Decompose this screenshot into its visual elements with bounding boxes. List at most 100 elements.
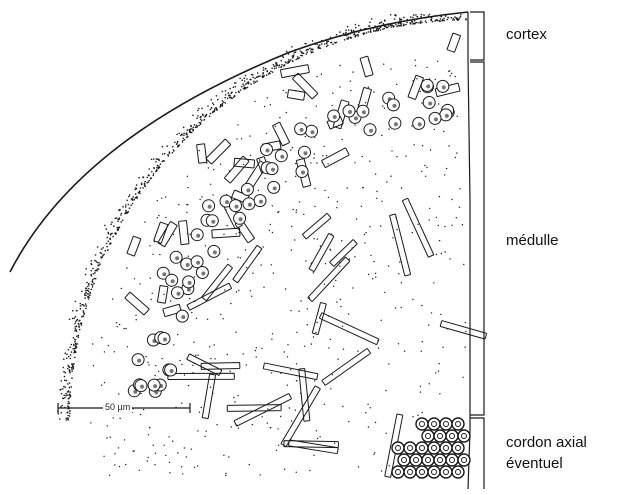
medulla-dot (382, 105, 383, 106)
cortex-dot (326, 46, 328, 48)
medulla-dot (225, 475, 226, 476)
cortex-dot (345, 30, 347, 32)
medulla-dot (260, 474, 261, 475)
cortex-dot (80, 305, 82, 307)
cortex-dot (290, 59, 292, 61)
cortex-dot (119, 209, 121, 211)
cortex-dot (312, 40, 314, 42)
cortex-dot (197, 115, 199, 117)
algal-cell-nucleus (246, 188, 250, 192)
medulla-dot (313, 272, 314, 273)
medulla-dot (385, 390, 386, 391)
cortex-dot (414, 20, 416, 22)
cortex-dot (358, 32, 360, 34)
cortex-dot (62, 397, 64, 399)
algal-cell-nucleus (271, 168, 275, 172)
medulla-dot (334, 443, 335, 444)
cortex-dot (425, 17, 427, 19)
cortex-dot (60, 406, 62, 408)
medulla-dot (361, 206, 362, 207)
medulla-dot (263, 246, 264, 247)
cortex-dot (263, 75, 265, 77)
medulla-dot (193, 342, 194, 343)
cortex-dot (99, 263, 101, 265)
cortex-dot (203, 119, 205, 121)
medulla-dot (271, 339, 272, 340)
medulla-dot (305, 117, 306, 118)
cortex-dot (68, 398, 70, 400)
cortex-dot (434, 15, 436, 17)
medullary-hypha (202, 374, 215, 419)
cortex-dot (121, 213, 123, 215)
medulla-dot (158, 215, 159, 216)
cortical-hypha (197, 144, 207, 164)
cord-cell (404, 442, 416, 454)
cord-cell (410, 454, 422, 466)
cortex-dot (158, 159, 160, 161)
medulla-dot (462, 377, 463, 378)
cortex-dot (63, 395, 65, 397)
cord-cell (446, 454, 458, 466)
medulla-dot (316, 430, 317, 431)
cortex-dot (198, 125, 200, 127)
cortex-dot (65, 395, 67, 397)
medulla-dot (236, 233, 237, 234)
cortex-dot (69, 387, 71, 389)
medulla-dot (147, 362, 148, 363)
algal-cell-nucleus (300, 128, 304, 132)
algal-cell-nucleus (137, 359, 141, 363)
cortex-dot (331, 42, 333, 44)
medulla-dot (153, 445, 154, 446)
cortex-dot (364, 28, 366, 30)
medulla-dot (220, 314, 221, 315)
cortex-dot (61, 393, 63, 395)
cortex-dot (391, 25, 393, 27)
cortex-dot (394, 18, 396, 20)
medulla-dot (357, 350, 358, 351)
cortex-dot (432, 21, 434, 23)
medulla-dot (135, 315, 136, 316)
medulla-dot (165, 196, 166, 197)
medulla-dot (148, 364, 149, 365)
medulla-dot (348, 313, 349, 314)
cortex-dot (262, 77, 264, 79)
cortex-dot (196, 117, 198, 119)
cortex-dot (85, 305, 87, 307)
cortex-dot (78, 335, 80, 337)
medulla-dot (459, 188, 460, 189)
cortex-dot (241, 86, 243, 88)
medulla-dot (119, 466, 120, 467)
medulla-dot (127, 346, 128, 347)
medulla-dot (420, 91, 421, 92)
medulla-dot (405, 156, 406, 157)
cortex-dot (256, 80, 258, 82)
cortex-dot (102, 247, 104, 249)
cortex-dot (96, 270, 98, 272)
medulla-dot (428, 324, 429, 325)
medulla-dot (324, 146, 325, 147)
cortex-dot (92, 279, 94, 281)
cortex-dot (81, 304, 83, 306)
cortex-dot (95, 278, 97, 280)
cortex-dot (371, 18, 373, 20)
medullary-hypha (319, 313, 379, 345)
cortex-dot (173, 149, 175, 151)
cortex-dot (395, 24, 397, 26)
medulla-dot (155, 365, 156, 366)
cortex-dot (87, 286, 89, 288)
medulla-dot (464, 347, 465, 348)
algal-cell-nucleus (208, 205, 212, 209)
cortex-dot (410, 16, 412, 18)
cortex-dot (74, 323, 76, 325)
medulla-dot (332, 93, 333, 94)
cortex-dot (370, 31, 372, 33)
algal-cell-nucleus (354, 116, 358, 120)
cortex-dot (391, 26, 393, 28)
cortex-dot (292, 57, 294, 59)
cortical-hypha (127, 236, 141, 256)
medulla-dot (303, 214, 304, 215)
medulla-dot (369, 161, 370, 162)
cortex-dot (153, 158, 155, 160)
medulla-dot (212, 194, 213, 195)
cortex-dot (289, 60, 291, 62)
